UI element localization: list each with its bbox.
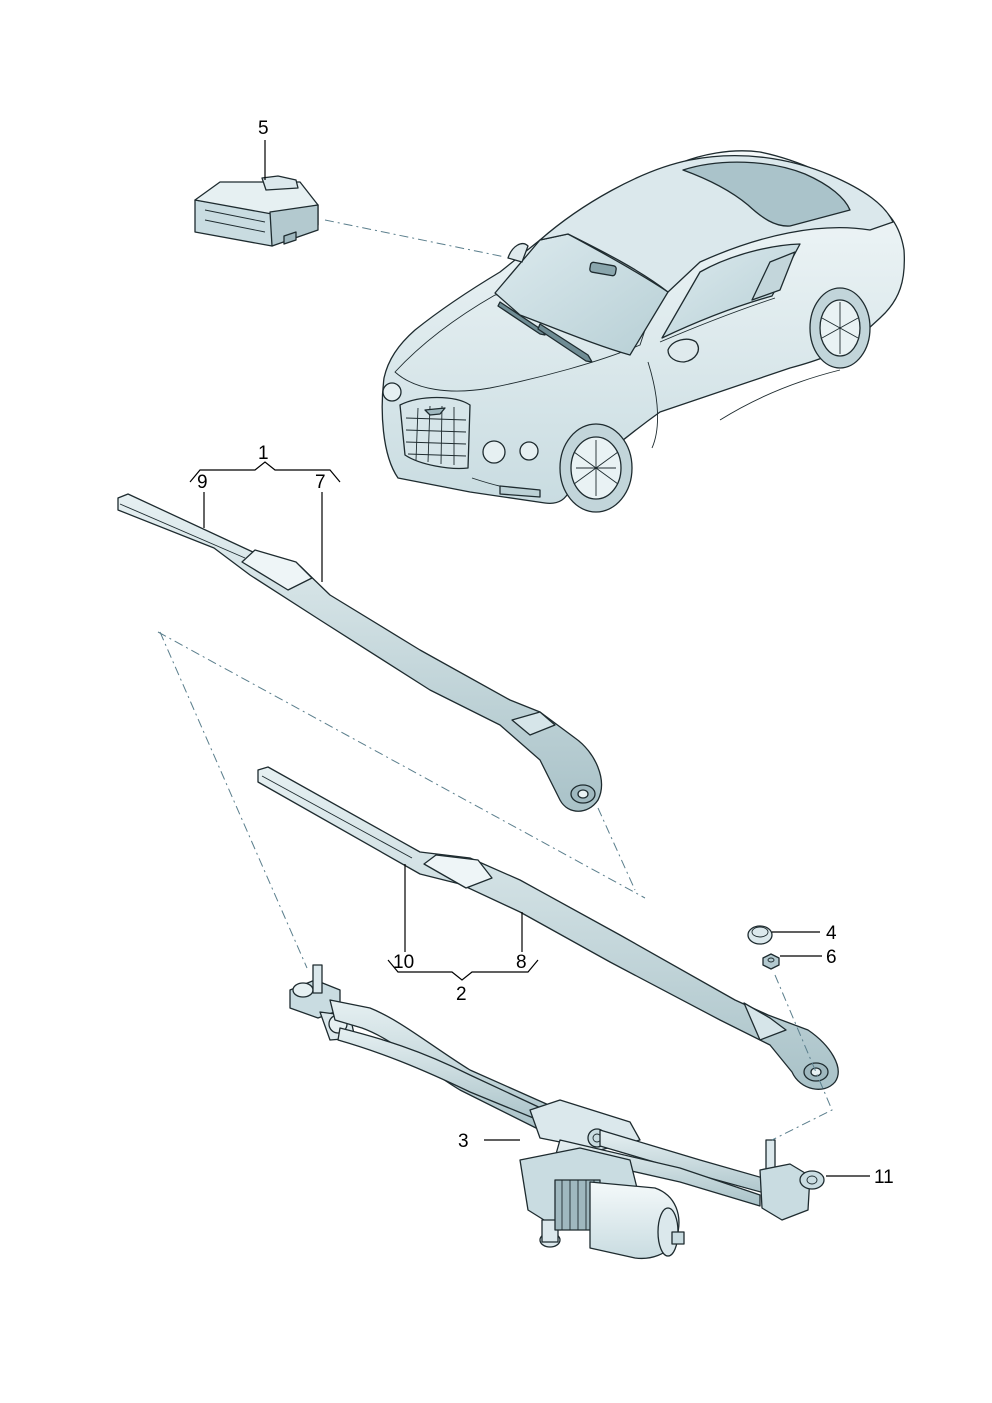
- callout-1: 1: [258, 443, 269, 464]
- callout-9: 9: [197, 472, 208, 493]
- nut-part-6: [762, 953, 780, 970]
- callout-6: 6: [826, 947, 837, 968]
- callout-10: 10: [393, 952, 414, 973]
- wiper-arm-part-1: [117, 493, 603, 812]
- car-illustration: [381, 150, 906, 513]
- callout-4: 4: [826, 923, 837, 944]
- cover-cap-part-4: [747, 925, 773, 945]
- callout-7: 7: [315, 472, 326, 493]
- callout-8: 8: [516, 952, 527, 973]
- assembly-lines: [157, 219, 833, 1141]
- wiper-linkage-part-3: [289, 964, 825, 1260]
- wiper-arm-part-2: [257, 766, 839, 1090]
- callout-11: 11: [874, 1167, 894, 1188]
- callout-5: 5: [258, 118, 269, 139]
- callout-labels: 5 1 9 7 10 8 2 3 4 6 11: [197, 118, 894, 1188]
- callout-3: 3: [458, 1131, 469, 1152]
- sensor-module-part-5: [194, 175, 319, 247]
- callout-2: 2: [456, 984, 467, 1005]
- leader-lines: [189, 140, 870, 1177]
- car-grille: [405, 405, 467, 465]
